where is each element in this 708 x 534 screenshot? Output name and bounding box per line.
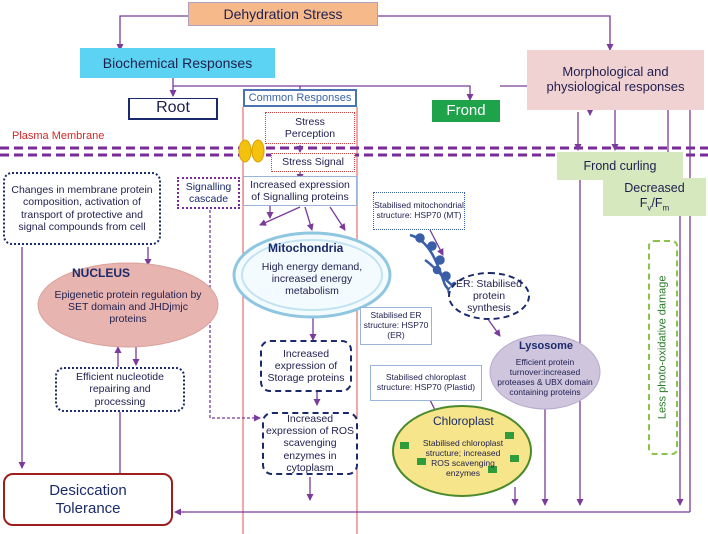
- chloro-structure-label: Stabilised chloroplast structure: HSP70 …: [376, 372, 476, 392]
- mito-structure-box: Stabilised mitochondrial structure: HSP7…: [373, 192, 465, 230]
- signalling-cascade-label: Signalling cascade: [185, 180, 232, 205]
- lysosome-title: Lysosome: [519, 340, 574, 352]
- nucleus-title: NUCLEUS: [72, 266, 131, 280]
- er-structure-label: Stabilised ER structure: HSP70 (ER): [363, 310, 429, 340]
- common-responses-box: Common Responses: [243, 89, 357, 107]
- ros-cytoplasm-label: Increased expression of ROS scavenging e…: [265, 413, 355, 474]
- dehydration-stress-label: Dehydration Stress: [223, 5, 343, 22]
- decreased-label: Decreased: [624, 181, 685, 196]
- dehydration-stress-box: Dehydration Stress: [188, 2, 378, 26]
- frond-curling-box: Frond curling: [557, 152, 683, 180]
- root-box: Root: [128, 98, 218, 120]
- nucleotide-label: Efficient nucleotide repairing and proce…: [76, 371, 164, 408]
- desiccation-tolerance-box: Desiccation Tolerance: [3, 473, 173, 526]
- fvfm-label: Fv/Fm: [639, 195, 670, 213]
- lysosome-shape: [489, 334, 601, 410]
- nucleotide-box: Efficient nucleotide repairing and proce…: [55, 367, 185, 412]
- nucleus-text: Epigenetic protein regulation by SET dom…: [54, 288, 202, 326]
- membrane-changes-label: Changes in membrane protein composition,…: [11, 184, 153, 233]
- increased-signalling-label: Increased expression of Signalling prote…: [250, 178, 350, 203]
- plasma-membrane-label: Plasma Membrane: [12, 130, 105, 142]
- mitochondria-text: High energy demand, increased energy met…: [261, 260, 363, 298]
- er-structure-box: Stabilised ER structure: HSP70 (ER): [360, 307, 432, 345]
- desiccation-tolerance-label: Desiccation Tolerance: [49, 482, 127, 517]
- stress-perception-label: Stress Perception: [284, 115, 336, 140]
- mitochondria-shape: [232, 231, 392, 319]
- chloroplast-shape: [392, 405, 532, 497]
- thylakoids: [400, 432, 519, 473]
- membrane-protein-right: [251, 139, 265, 163]
- root-label: Root: [156, 99, 190, 117]
- mito-structure-label: Stabilised mitochondrial structure: HSP7…: [374, 200, 464, 220]
- lysosome-text: Efficient protein turnover:increased pro…: [497, 357, 593, 397]
- morpho-responses-box: Morphological and physiological response…: [527, 50, 704, 110]
- er-label: ER: Stabilised protein synthesis: [456, 277, 522, 315]
- ros-cytoplasm-box: Increased expression of ROS scavenging e…: [262, 412, 358, 475]
- common-responses-label: Common Responses: [248, 91, 352, 104]
- nucleus-shape: [37, 262, 219, 348]
- decreased-fvfm-box: Decreased Fv/Fm: [603, 178, 706, 216]
- stress-perception-box: Stress Perception: [265, 112, 355, 144]
- chloroplast-title: Chloroplast: [433, 414, 494, 428]
- stress-signal-label: Stress Signal: [282, 156, 344, 169]
- frond-curling-label: Frond curling: [583, 158, 657, 173]
- stress-signal-box: Stress Signal: [271, 153, 355, 172]
- chloroplast-text: Stabilised chloroplast structure; increa…: [422, 438, 504, 478]
- morpho-responses-label: Morphological and physiological response…: [546, 64, 685, 94]
- membrane-changes-box: Changes in membrane protein composition,…: [3, 172, 161, 245]
- membrane-protein-left: [238, 139, 252, 163]
- storage-box: Increased expression of Storage proteins: [260, 340, 352, 392]
- biochemical-responses-label: Biochemical Responses: [102, 54, 253, 71]
- photo-damage-box: Less photo-oxidative damage: [648, 240, 678, 455]
- biochemical-responses-box: Biochemical Responses: [80, 48, 275, 78]
- chloro-structure-box: Stabilised chloroplast structure: HSP70 …: [370, 365, 482, 401]
- increased-signalling-box: Increased expression of Signalling prote…: [243, 176, 357, 206]
- signalling-cascade-box: Signalling cascade: [177, 177, 240, 209]
- frond-label: Frond: [446, 102, 486, 120]
- storage-label: Increased expression of Storage proteins: [267, 347, 345, 385]
- photo-damage-label: Less photo-oxidative damage: [656, 275, 669, 420]
- er-box: ER: Stabilised protein synthesis: [448, 272, 530, 320]
- frond-box: Frond: [432, 100, 500, 122]
- mitochondria-title: Mitochondria: [268, 241, 344, 255]
